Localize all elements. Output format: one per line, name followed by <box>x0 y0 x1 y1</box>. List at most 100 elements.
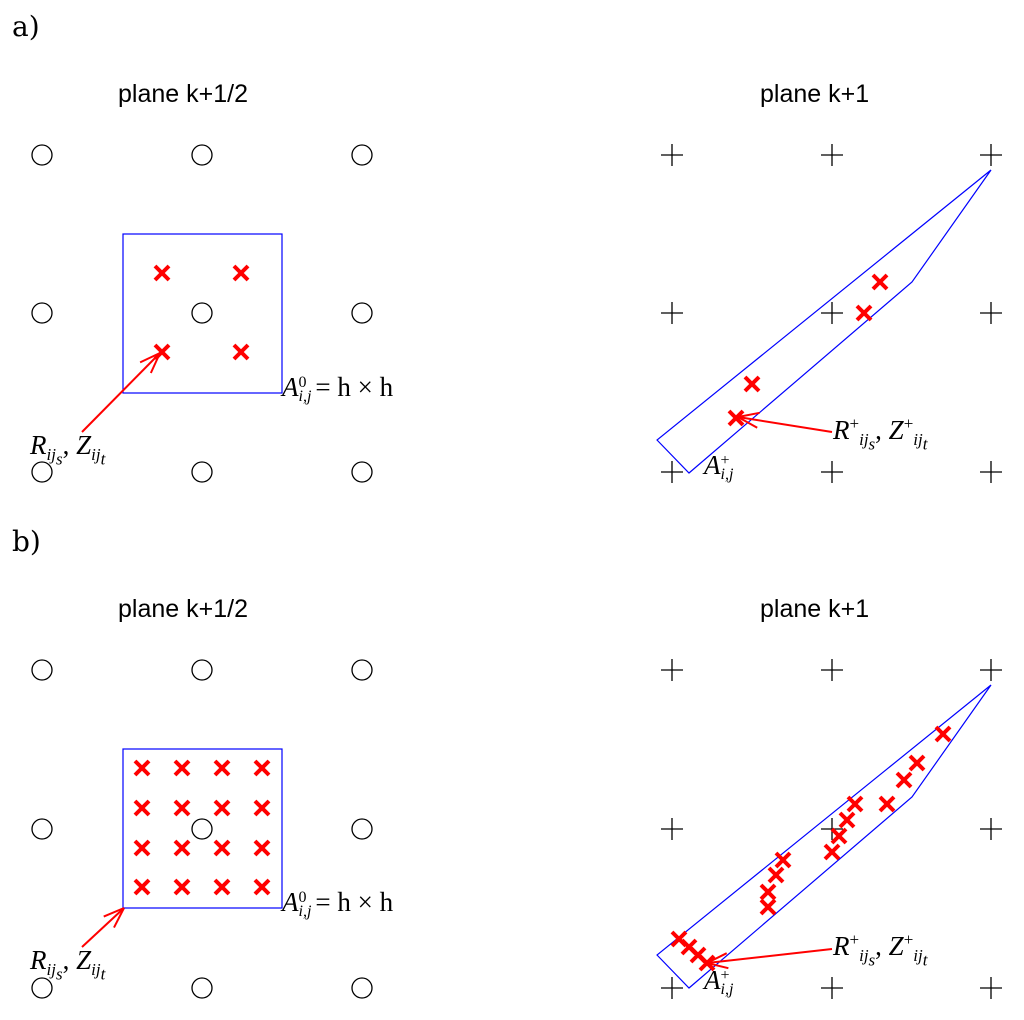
r-sub: ij <box>859 430 869 450</box>
r: R <box>833 931 850 961</box>
sample-point-marker <box>173 799 191 817</box>
grid-node-circle <box>351 977 373 999</box>
grid-node-cross <box>980 144 1002 166</box>
panel-a-mapped-area-label: A+i,j <box>704 450 733 482</box>
sample-point-marker <box>767 866 785 884</box>
panel-a-source-label: Rijs, Zijt <box>30 430 105 470</box>
sample-point-marker <box>855 304 873 322</box>
grid-node-circle <box>351 144 373 166</box>
panel-b-left-title: plane k+1/2 <box>118 595 248 623</box>
grid-node-circle <box>351 302 373 324</box>
z-sub: ij <box>91 960 101 980</box>
area-sub: i,j <box>298 902 312 920</box>
area-sup: + <box>720 451 730 469</box>
sample-point-marker <box>213 878 231 896</box>
grid-node-circle <box>191 302 213 324</box>
grid-node-circle <box>351 818 373 840</box>
mapping-arrow <box>737 416 833 433</box>
sample-point-marker <box>895 771 913 789</box>
grid-node-circle <box>31 977 53 999</box>
grid-node-circle <box>31 461 53 483</box>
grid-node-cross <box>821 144 843 166</box>
sample-point-marker <box>153 264 171 282</box>
panel-a-left-title: plane k+1/2 <box>118 80 248 108</box>
arrow-head <box>103 907 125 918</box>
sample-point-marker <box>173 839 191 857</box>
sample-point-marker <box>213 759 231 777</box>
sample-point-marker <box>232 264 250 282</box>
z: Z <box>888 415 904 445</box>
z-sup: + <box>903 414 914 433</box>
sample-point-marker <box>838 811 856 829</box>
panel-a-right-title: plane k+1 <box>760 80 870 108</box>
arrow-head <box>737 416 758 429</box>
sample-point-marker <box>173 759 191 777</box>
panel-b-right-title: plane k+1 <box>760 595 870 623</box>
r: R <box>30 430 47 460</box>
r-sup: + <box>849 414 860 433</box>
grid-node-cross <box>661 659 683 681</box>
grid-node-circle <box>191 144 213 166</box>
area-base: A <box>704 965 721 995</box>
grid-node-circle <box>31 659 53 681</box>
sample-point-marker <box>774 851 792 869</box>
area-rest: = h × h <box>315 372 394 402</box>
mapping-arrow <box>81 352 161 433</box>
area-sup: 0 <box>298 373 307 391</box>
sample-point-marker <box>727 409 745 427</box>
sample-point-marker <box>830 827 848 845</box>
sample-point-marker <box>232 343 250 361</box>
r-sub: ij <box>46 445 56 465</box>
z: Z <box>76 945 92 975</box>
sample-point-marker <box>213 799 231 817</box>
sample-point-marker <box>871 273 889 291</box>
sample-point-marker <box>253 759 271 777</box>
grid-node-circle <box>191 818 213 840</box>
r: R <box>30 945 47 975</box>
source-cell <box>122 748 283 909</box>
area-sup: 0 <box>298 888 307 906</box>
sep: , <box>875 931 889 961</box>
grid-node-cross <box>980 659 1002 681</box>
z-subsub: t <box>100 449 106 469</box>
arrow-head <box>706 962 729 970</box>
grid-node-cross <box>661 818 683 840</box>
area-sub: i,j <box>720 980 734 998</box>
z-sub: ij <box>91 445 101 465</box>
grid-node-circle <box>351 659 373 681</box>
grid-node-circle <box>191 977 213 999</box>
source-cell <box>122 233 283 394</box>
sample-point-marker <box>133 759 151 777</box>
sample-point-marker <box>878 795 896 813</box>
sample-point-marker <box>133 878 151 896</box>
arrow-head <box>113 907 125 929</box>
z-sub: ij <box>913 430 923 450</box>
grid-node-cross <box>821 659 843 681</box>
sample-point-marker <box>934 725 952 743</box>
area-sup: + <box>720 966 730 984</box>
panel-b-label: b) <box>12 525 41 558</box>
r-subsub: s <box>55 449 63 469</box>
mapped-cell <box>656 684 992 989</box>
area-base: A <box>282 372 299 402</box>
grid-node-circle <box>191 659 213 681</box>
r-subsub: s <box>868 950 876 970</box>
z-subsub: t <box>922 434 928 454</box>
grid-node-cross <box>661 302 683 324</box>
panel-a-label: a) <box>12 10 40 43</box>
r-subsub: s <box>868 434 876 454</box>
r: R <box>833 415 850 445</box>
grid-node-cross <box>661 977 683 999</box>
area-sub: i,j <box>720 465 734 483</box>
sample-point-marker <box>253 878 271 896</box>
area-rest: = h × h <box>315 887 394 917</box>
grid-node-cross <box>980 302 1002 324</box>
sample-point-marker <box>133 799 151 817</box>
sep: , <box>62 945 77 975</box>
grid-node-cross <box>980 977 1002 999</box>
grid-node-cross <box>821 461 843 483</box>
grid-node-cross <box>661 144 683 166</box>
